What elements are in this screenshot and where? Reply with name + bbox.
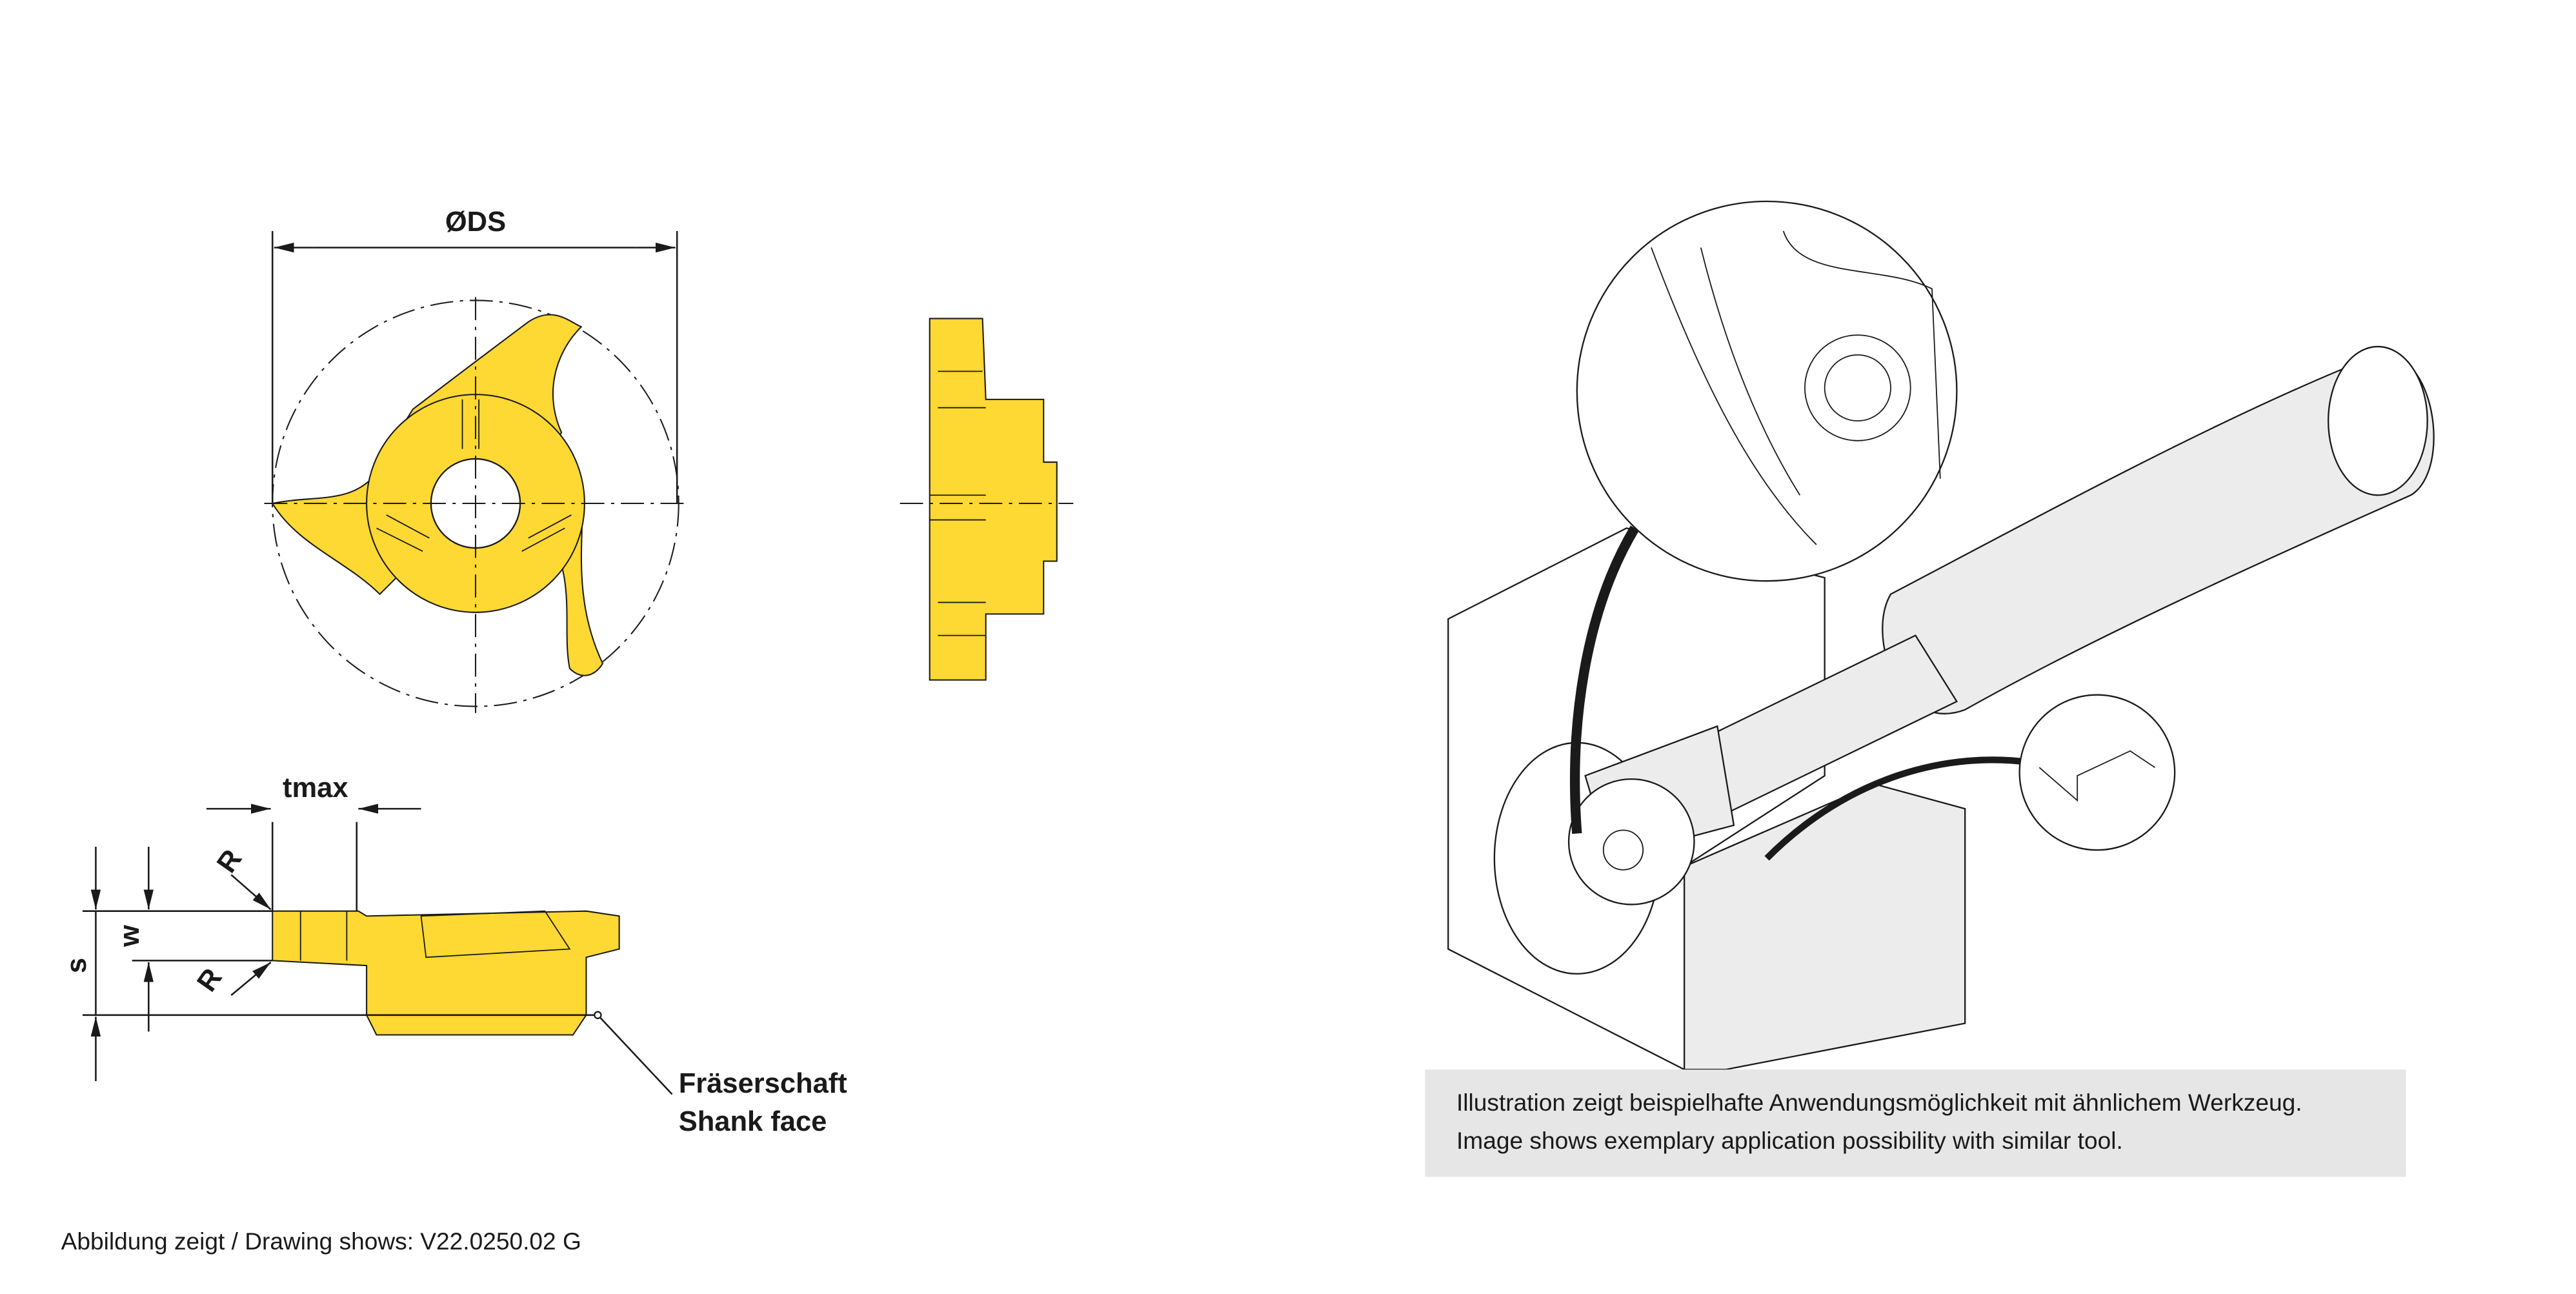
- application-illustration: [1447, 200, 2435, 1071]
- shank-face-label-en: Shank face: [679, 1106, 827, 1137]
- detail-magnifier-small: [2018, 694, 2176, 851]
- shank-face-label-de: Fräserschaft: [679, 1068, 847, 1099]
- illustration-note-en: Image shows exemplary application possib…: [1456, 1127, 2123, 1154]
- diameter-label: ØDS: [445, 207, 506, 238]
- drawing-caption: Abbildung zeigt / Drawing shows: V22.025…: [61, 1228, 581, 1255]
- illustration-note: Illustration zeigt beispielhafte Anwendu…: [1425, 1069, 2406, 1177]
- front-view: ØDS: [264, 207, 687, 713]
- illustration-note-de: Illustration zeigt beispielhafte Anwendu…: [1456, 1089, 2302, 1116]
- radius-label-top: R: [211, 844, 248, 878]
- detail-magnifier-large: [1576, 200, 1958, 582]
- radius-label-bottom: R: [191, 963, 228, 997]
- tmax-label: tmax: [283, 773, 348, 804]
- s-label: s: [61, 958, 92, 973]
- w-label: w: [114, 925, 145, 947]
- side-view: [900, 318, 1074, 681]
- profile-view: tmax s w R R Fräserschaft Shank face: [61, 773, 847, 1137]
